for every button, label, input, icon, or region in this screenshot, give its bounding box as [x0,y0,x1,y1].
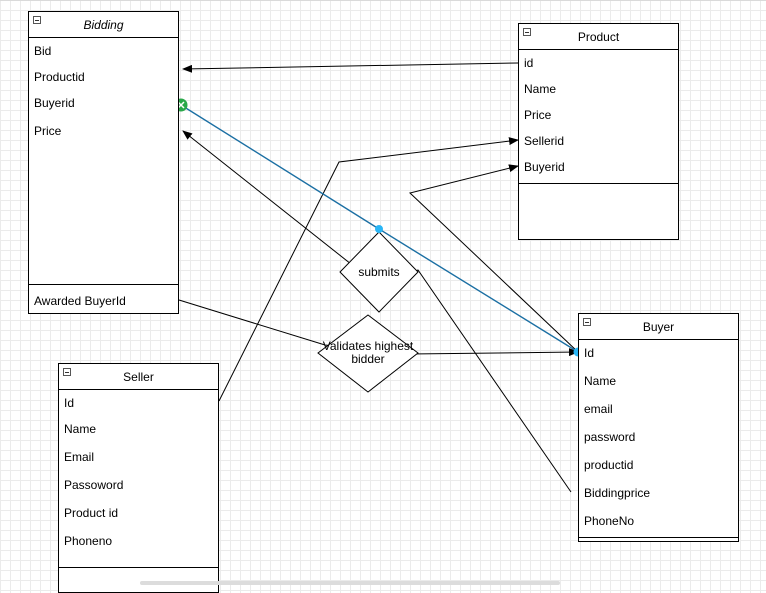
field-row[interactable]: Price [34,124,62,138]
edge-buyer-to-product-buyerid[interactable] [408,164,579,353]
section-divider [59,567,218,568]
selection-handle-icon[interactable] [375,225,383,233]
field-row[interactable]: Bid [34,44,52,58]
field-row[interactable]: email [584,402,613,416]
entity-title: Product [577,29,620,44]
edge-seller-to-product-sellerid[interactable] [218,137,519,402]
field-row[interactable]: Passoword [64,478,124,492]
collapse-icon[interactable] [523,28,531,36]
entity-title: Bidding [83,17,124,32]
field-row[interactable]: Buyerid [34,96,75,110]
entity-header[interactable]: Seller [59,364,218,390]
field-row[interactable]: productid [584,458,634,472]
submits-label: submits [358,265,400,279]
edge-product-id-to-bidding-productid[interactable] [182,62,519,73]
field-row[interactable]: Id [584,346,595,360]
field-row[interactable]: Awarded BuyerId [34,294,126,308]
field-row[interactable]: Sellerid [524,134,565,148]
canvas-top-border [0,0,766,1]
field-row[interactable]: Name [584,374,617,388]
entity-product[interactable]: Product id Name Price Sellerid Buyerid [518,23,679,240]
entity-seller[interactable]: Seller Id Name Email Passoword Product i… [58,363,219,593]
entity-header[interactable]: Product [519,24,678,50]
entity-title: Buyer [642,319,675,334]
collapse-icon[interactable] [33,16,41,24]
field-row[interactable]: Biddingprice [584,486,651,500]
field-row[interactable]: Buyerid [524,160,565,174]
validates-label-line1: Validates highest [322,339,414,353]
validates-label: Validates highest bidder [318,340,418,366]
entity-header[interactable]: Buyer [579,314,738,340]
field-row[interactable]: Name [524,82,557,96]
entity-header[interactable]: Bidding [29,12,178,38]
field-row[interactable]: id [524,56,534,70]
section-divider [29,284,178,285]
section-divider [579,537,738,538]
section-divider [519,183,678,184]
entity-bidding[interactable]: Bidding Bid Productid Buyerid Price Awar… [28,11,179,314]
collapse-icon[interactable] [63,368,71,376]
field-row[interactable]: Name [64,422,97,436]
collapse-icon[interactable] [583,318,591,326]
field-row[interactable]: Email [64,450,95,464]
horizontal-scrollbar[interactable] [140,581,560,585]
submits-diamond[interactable] [339,231,419,313]
field-row[interactable]: PhoneNo [584,514,635,528]
validates-label-line2: bidder [351,352,385,366]
field-row[interactable]: Price [524,108,552,122]
field-row[interactable]: Product id [64,506,119,520]
entity-title: Seller [123,369,154,384]
field-row[interactable]: Phoneno [64,534,113,548]
field-row[interactable]: Id [64,396,75,410]
entity-buyer[interactable]: Buyer Id Name email password productid B… [578,313,739,542]
field-row[interactable]: Productid [34,70,85,84]
field-row[interactable]: password [584,430,636,444]
validates-diamond[interactable] [317,314,419,393]
